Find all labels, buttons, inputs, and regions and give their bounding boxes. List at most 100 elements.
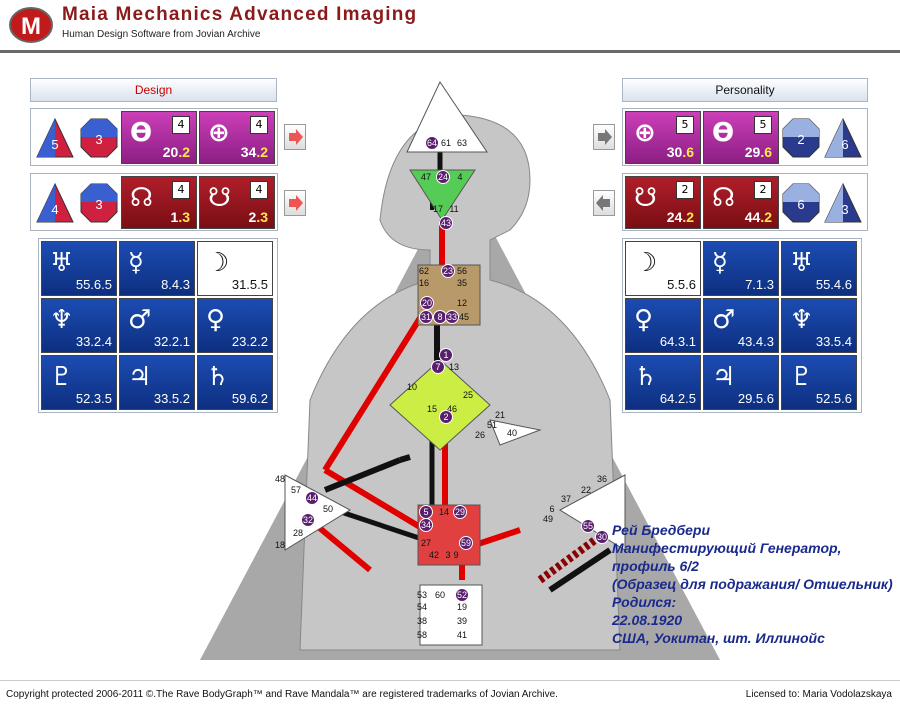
gate-number[interactable]: 60 xyxy=(435,590,445,600)
pers-sun-tile[interactable]: ϴ 5 29.6 xyxy=(703,111,779,164)
gate-number[interactable]: 59 xyxy=(461,538,471,548)
gate-number[interactable]: 14 xyxy=(439,507,449,517)
gate-number[interactable]: 27 xyxy=(421,538,431,548)
gate-number[interactable]: 43 xyxy=(441,218,451,228)
gate-number[interactable]: 62 xyxy=(419,266,429,276)
gate-number[interactable]: 40 xyxy=(507,428,517,438)
gate-number[interactable]: 1 xyxy=(443,350,448,360)
pers-south-node-tile[interactable]: ☋ 2 24.2 xyxy=(625,176,701,229)
design-expand-button-2[interactable] xyxy=(284,190,306,216)
personality-planet-tile[interactable]: ☽5.5.6 xyxy=(625,241,701,296)
gate-number[interactable]: 38 xyxy=(417,616,427,626)
gate-number[interactable]: 11 xyxy=(449,204,458,214)
design-planet-tile[interactable]: ♅55.6.5 xyxy=(41,241,117,296)
gate-number[interactable]: 7 xyxy=(435,362,440,372)
design-planet-tile[interactable]: ♄59.6.2 xyxy=(197,355,273,410)
personality-planet-tile[interactable]: ♂43.4.3 xyxy=(703,298,779,353)
gate-number[interactable]: 10 xyxy=(407,382,417,392)
personality-planet-tile[interactable]: ♀64.3.1 xyxy=(625,298,701,353)
design-profile-icon: 5 3 xyxy=(36,117,118,158)
gate-number[interactable]: 63 xyxy=(457,138,467,148)
design-planet-tile[interactable]: ♆33.2.4 xyxy=(41,298,117,353)
personality-expand-button[interactable] xyxy=(593,124,615,150)
design-profile-b: 3 xyxy=(95,132,102,147)
gate-number[interactable]: 44 xyxy=(307,493,317,503)
personality-planet-tile[interactable]: ☿7.1.3 xyxy=(703,241,779,296)
gate-number[interactable]: 36 xyxy=(597,474,607,484)
gate-number[interactable]: 37 xyxy=(561,494,571,504)
gate-number[interactable]: 22 xyxy=(581,485,591,495)
gate-number[interactable]: 33 xyxy=(447,312,457,322)
gate-number[interactable]: 49 xyxy=(543,514,553,524)
gate-number[interactable]: 55 xyxy=(583,521,593,531)
gate-number[interactable]: 39 xyxy=(457,616,467,626)
gate-number[interactable]: 61 xyxy=(441,138,451,148)
design-planet-tile[interactable]: ☿8.4.3 xyxy=(119,241,195,296)
gate-number[interactable]: 28 xyxy=(293,528,303,538)
gate-number[interactable]: 23 xyxy=(443,266,453,276)
gate-number[interactable]: 15 xyxy=(427,404,437,414)
gate-number[interactable]: 42 xyxy=(429,550,439,560)
gate-number[interactable]: 5 xyxy=(423,507,428,517)
gate-number[interactable]: 17 xyxy=(433,204,443,214)
pers-earth-tile[interactable]: ⊕ 5 30.6 xyxy=(625,111,701,164)
gate-number[interactable]: 19 xyxy=(457,602,467,612)
personality-planet-tile[interactable]: ♄64.2.5 xyxy=(625,355,701,410)
personality-planet-tile[interactable]: ♇52.5.6 xyxy=(781,355,857,410)
gate-number[interactable]: 24 xyxy=(438,172,448,182)
gate-number[interactable]: 18 xyxy=(275,540,285,550)
gate-number[interactable]: 25 xyxy=(463,390,473,400)
planet-glyph: ♃ xyxy=(128,362,152,392)
pers-north-node-tile[interactable]: ☊ 2 44.2 xyxy=(703,176,779,229)
design-expand-button[interactable] xyxy=(284,124,306,150)
gate-number[interactable]: 51 xyxy=(487,420,497,430)
gate-number[interactable]: 48 xyxy=(275,474,285,484)
design-planet-tile[interactable]: ♃33.5.2 xyxy=(119,355,195,410)
gate-number[interactable]: 2 xyxy=(443,412,448,422)
gate-number[interactable]: 30 xyxy=(597,532,607,542)
gate-number[interactable]: 35 xyxy=(457,278,467,288)
gate-number[interactable]: 12 xyxy=(457,298,467,308)
gate-number[interactable]: 56 xyxy=(457,266,467,276)
gate-number: 34 xyxy=(240,144,257,160)
gate-number[interactable]: 6 xyxy=(549,504,554,514)
design-south-node-tile[interactable]: ☋ 4 2.3 xyxy=(199,176,275,229)
gate-number[interactable]: 29 xyxy=(455,507,465,517)
gate-number[interactable]: 45 xyxy=(459,312,469,322)
gate-number[interactable]: 26 xyxy=(475,430,485,440)
gate-number[interactable]: 31 xyxy=(421,312,431,322)
gate-number[interactable]: 58 xyxy=(417,630,427,640)
planet-activation: 31.5.5 xyxy=(231,277,268,292)
gate-number[interactable]: 41 xyxy=(457,630,467,640)
personality-planet-tile[interactable]: ♃29.5.6 xyxy=(703,355,779,410)
design-sun-tile[interactable]: ⊕ 4 34.2 xyxy=(199,111,275,164)
gate-number[interactable]: 21 xyxy=(495,410,505,420)
gate-number[interactable]: 13 xyxy=(449,362,459,372)
gate-number[interactable]: 52 xyxy=(457,590,467,600)
design-north-node-tile[interactable]: ☊ 4 1.3 xyxy=(121,176,197,229)
gate-number[interactable]: 9 xyxy=(453,550,458,560)
gate-number[interactable]: 57 xyxy=(291,485,301,495)
personality-planet-tile[interactable]: ♆33.5.4 xyxy=(781,298,857,353)
gate-number[interactable]: 50 xyxy=(323,504,333,514)
gate-number[interactable]: 47 xyxy=(421,172,431,182)
gate-number[interactable]: 53 xyxy=(417,590,427,600)
gate-number[interactable]: 20 xyxy=(422,298,432,308)
personality-planet-tile[interactable]: ♅55.4.6 xyxy=(781,241,857,296)
gate-number[interactable]: 32 xyxy=(303,515,313,525)
personality-expand-button-2[interactable] xyxy=(593,190,615,216)
design-planet-tile[interactable]: ♇52.3.5 xyxy=(41,355,117,410)
gate-number[interactable]: 16 xyxy=(419,278,429,288)
design-planet-tile[interactable]: ♂32.2.1 xyxy=(119,298,195,353)
gate-number[interactable]: 46 xyxy=(447,404,457,414)
gate-number[interactable]: 4 xyxy=(457,172,462,182)
planet-glyph: ♄ xyxy=(634,362,658,392)
gate-number[interactable]: 34 xyxy=(421,520,431,530)
design-earth-tile[interactable]: ϴ 4 20.2 xyxy=(121,111,197,164)
gate-number[interactable]: 64 xyxy=(427,138,437,148)
gate-number[interactable]: 3 xyxy=(445,550,450,560)
design-planet-tile[interactable]: ☽31.5.5 xyxy=(197,241,273,296)
gate-number[interactable]: 8 xyxy=(437,312,442,322)
gate-number[interactable]: 54 xyxy=(417,602,427,612)
design-planet-tile[interactable]: ♀23.2.2 xyxy=(197,298,273,353)
